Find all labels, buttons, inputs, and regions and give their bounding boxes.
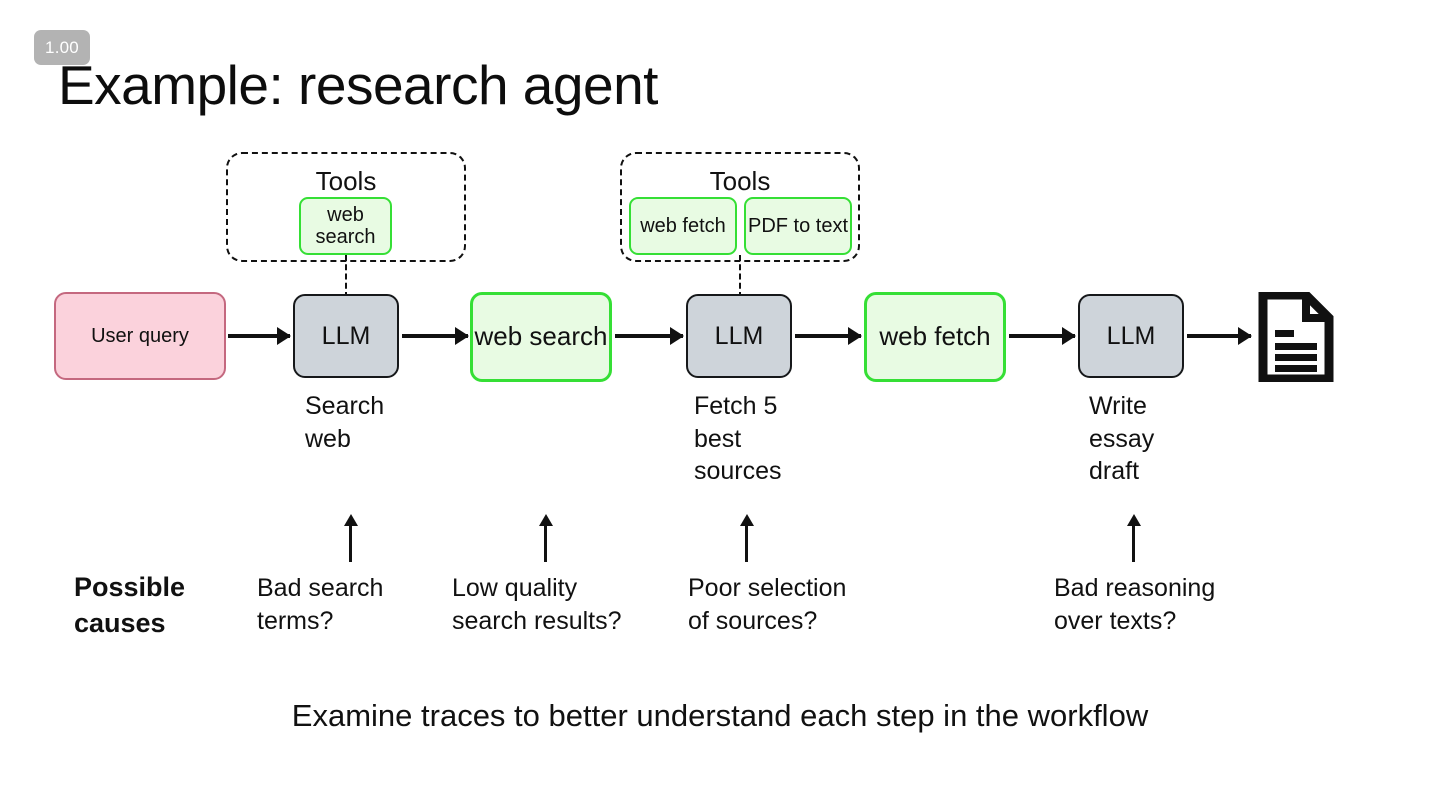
- tools-group-1-label: Tools: [315, 166, 377, 196]
- node-llm-3[interactable]: LLM: [1078, 294, 1184, 378]
- caption-llm-3: Write essay draft: [1089, 392, 1155, 485]
- slide-progress-badge: 1.00: [34, 30, 90, 65]
- arrow-6: [1187, 334, 1251, 338]
- possible-causes-title: Possible causes: [74, 572, 186, 639]
- cause-arrow-1: [349, 524, 352, 562]
- tools-to-llm-connector-2: [739, 255, 741, 298]
- node-llm-1[interactable]: LLM: [293, 294, 399, 378]
- arrow-4: [795, 334, 861, 338]
- cause-item-2: Low quality search results?: [452, 574, 622, 635]
- caption-llm-2: Fetch 5 best sources: [694, 392, 782, 485]
- tools-group-2-label: Tools: [709, 166, 771, 196]
- tool-chip-web-search[interactable]: web search: [299, 197, 392, 255]
- caption-llm-1: Search web: [305, 392, 385, 453]
- node-user-query[interactable]: User query: [54, 292, 226, 380]
- page-title: Example: research agent: [58, 54, 658, 116]
- arrow-3: [615, 334, 683, 338]
- footer-caption: Examine traces to better understand each…: [291, 698, 1149, 733]
- cause-item-4: Bad reasoning over texts?: [1054, 574, 1216, 635]
- document-icon: [1258, 290, 1334, 387]
- cause-item-3: Poor selection of sources?: [688, 574, 847, 635]
- tool-chip-web-fetch[interactable]: web fetch: [629, 197, 737, 255]
- node-llm-2[interactable]: LLM: [686, 294, 792, 378]
- tools-to-llm-connector-1: [345, 255, 347, 298]
- cause-arrow-2: [544, 524, 547, 562]
- cause-item-1: Bad search terms?: [257, 574, 384, 635]
- cause-arrow-3: [745, 524, 748, 562]
- arrow-1: [228, 334, 290, 338]
- tool-chip-pdf-to-text[interactable]: PDF to text: [744, 197, 852, 255]
- arrow-5: [1009, 334, 1075, 338]
- cause-arrow-4: [1132, 524, 1135, 562]
- arrow-2: [402, 334, 468, 338]
- node-web-search[interactable]: web search: [470, 292, 612, 382]
- node-web-fetch[interactable]: web fetch: [864, 292, 1006, 382]
